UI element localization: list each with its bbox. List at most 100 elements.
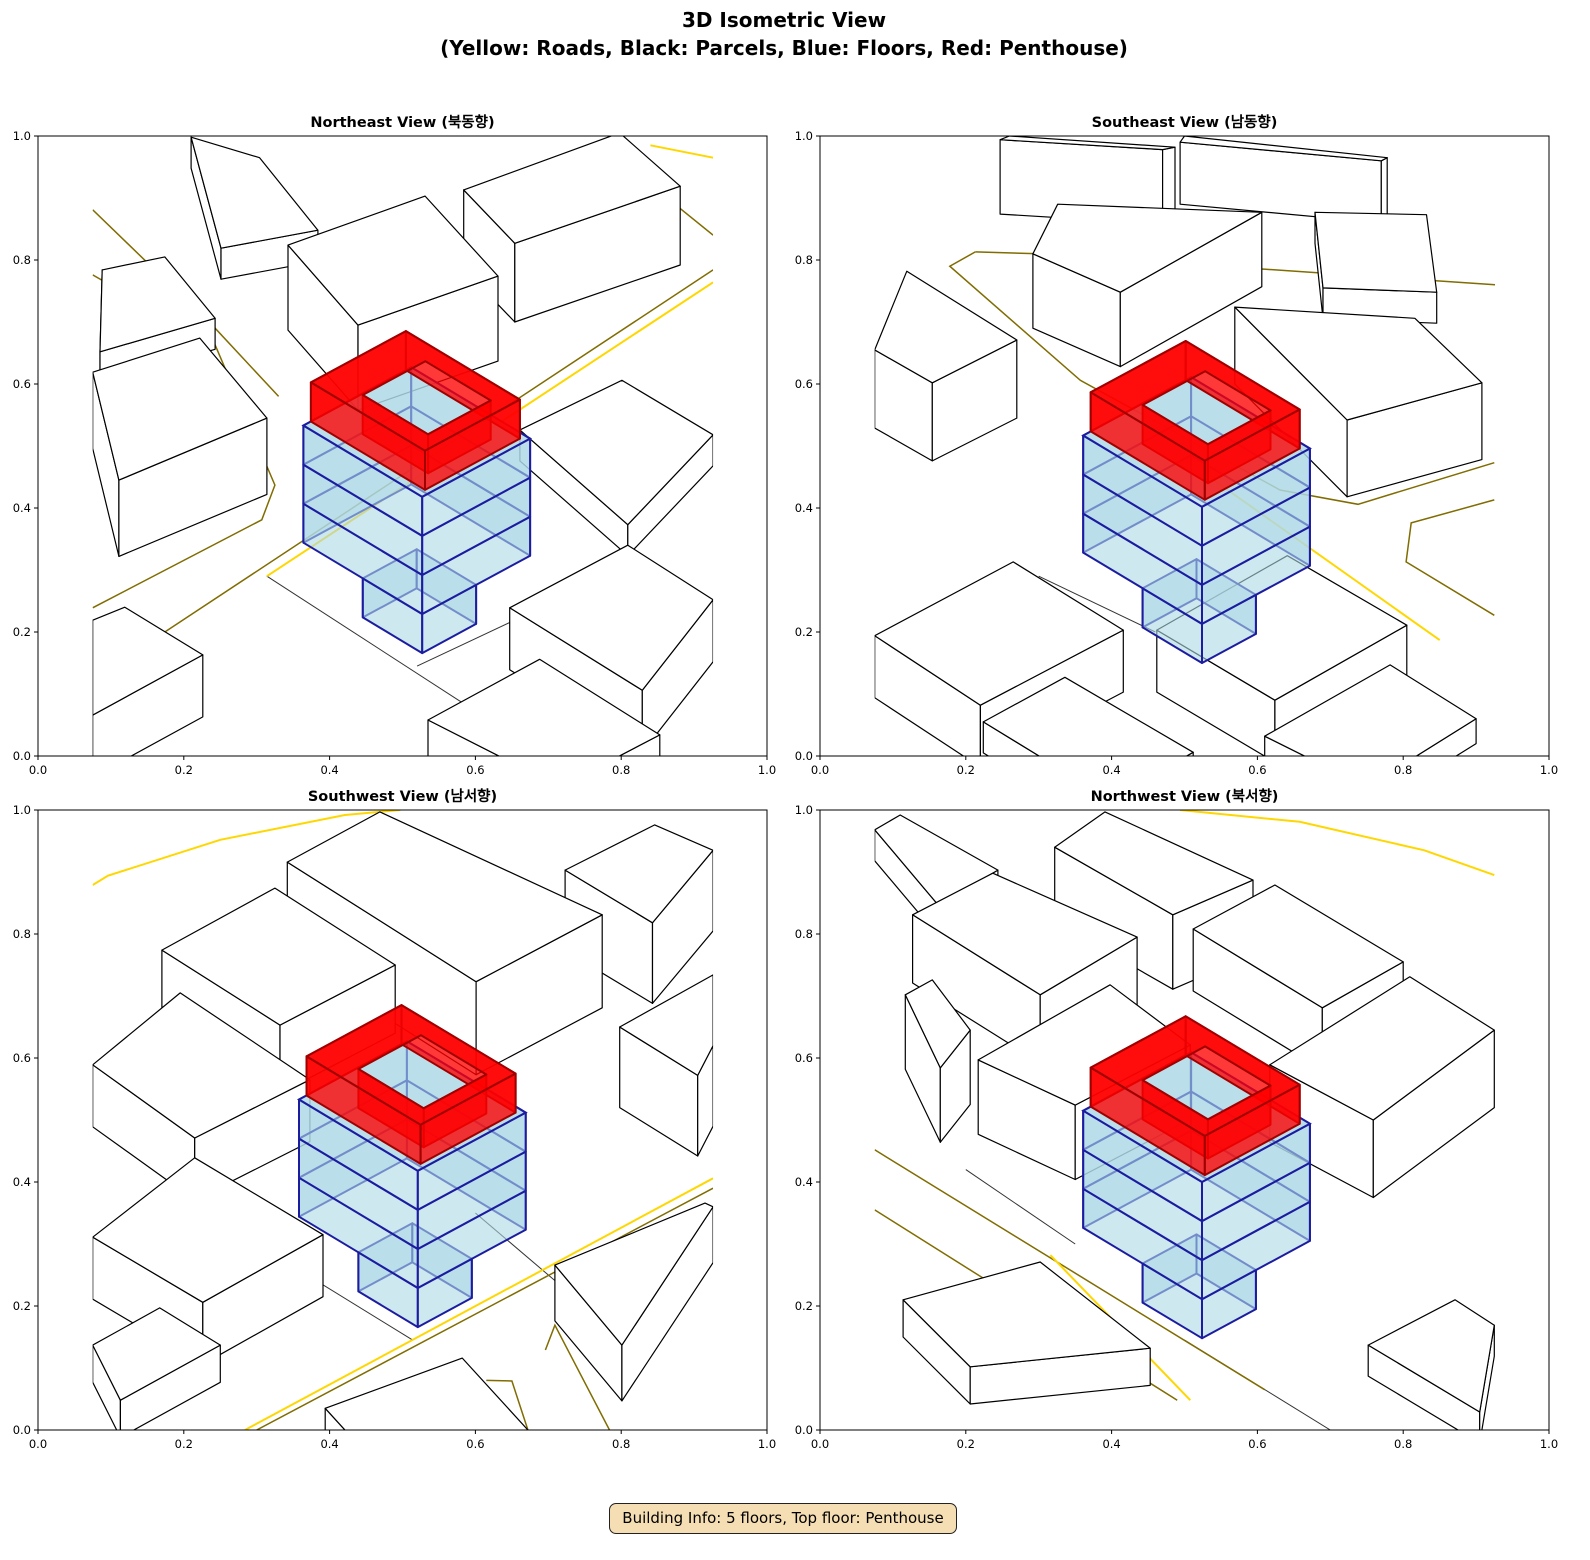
- x-tick-label: 0.0: [29, 763, 47, 777]
- x-tick-label: 0.6: [1248, 763, 1266, 777]
- x-tick-label: 0.0: [811, 763, 829, 777]
- parcel-building: [904, 979, 971, 1143]
- axes-frame: [819, 809, 1550, 1431]
- figure-title-line2: (Yellow: Roads, Black: Parcels, Blue: Fl…: [440, 36, 1128, 60]
- x-tick-label: 0.4: [320, 763, 338, 777]
- road-line: [486, 1379, 529, 1430]
- x-tick-label: 0.6: [466, 763, 484, 777]
- y-tick-label: 0.4: [13, 1175, 31, 1189]
- y-tick-label: 0.6: [13, 1051, 31, 1065]
- parcel-building: [1264, 664, 1477, 756]
- axes-frame: [37, 135, 768, 757]
- x-tick-label: 0.0: [29, 1437, 47, 1451]
- parcel-line: [266, 575, 469, 707]
- x-tick-label: 0.8: [1394, 763, 1412, 777]
- building-info-box: Building Info: 5 floors, Top floor: Pent…: [609, 1503, 957, 1534]
- parcel-building: [982, 676, 1194, 756]
- plot-area: [92, 136, 714, 756]
- subplot-4: Northwest View (북서향) 0.0 0.2 0.4 0.6 0.8 1.0 0.…: [795, 788, 1558, 1451]
- parcel-building: [92, 337, 268, 558]
- y-tick-label: 0.2: [795, 625, 813, 639]
- x-tick-label: 1.0: [1540, 1437, 1558, 1451]
- x-tick-label: 1.0: [758, 763, 776, 777]
- penthouse: [309, 330, 521, 491]
- penthouse: [1089, 1015, 1301, 1177]
- y-tick-label: 0.6: [795, 1051, 813, 1065]
- x-tick-label: 0.2: [957, 763, 975, 777]
- y-tick-label: 0.2: [795, 1299, 813, 1313]
- parcel-building: [463, 136, 681, 323]
- x-tick-label: 1.0: [1540, 763, 1558, 777]
- parcel-building: [92, 606, 204, 756]
- x-tick-label: 0.0: [811, 1437, 829, 1451]
- x-tick-label: 0.4: [1102, 763, 1120, 777]
- y-tick-label: 0.8: [13, 927, 31, 941]
- y-tick-label: 0.2: [13, 625, 31, 639]
- y-tick-label: 0.2: [13, 1299, 31, 1313]
- subplot-title: Northeast View (북동향): [310, 114, 494, 131]
- axes-frame: [37, 809, 768, 1431]
- y-tick-label: 0.0: [13, 1423, 31, 1437]
- road-line: [244, 1177, 714, 1430]
- parcel-building: [564, 824, 714, 1005]
- plot-area: [874, 136, 1496, 756]
- target-building: [1081, 340, 1312, 664]
- parcel-building: [1367, 1299, 1495, 1430]
- y-tick-label: 0.4: [795, 501, 813, 515]
- road-line: [544, 1323, 611, 1430]
- y-tick-label: 1.0: [795, 803, 813, 817]
- subplot-title: Southwest View (남서향): [308, 788, 497, 805]
- x-tick-label: 0.8: [612, 763, 630, 777]
- road-line: [256, 1187, 714, 1430]
- road-line: [92, 810, 401, 886]
- x-tick-label: 0.8: [1394, 1437, 1412, 1451]
- road-line: [1180, 810, 1495, 877]
- y-tick-label: 0.4: [795, 1175, 813, 1189]
- parcel-line: [1038, 575, 1156, 633]
- x-tick-label: 0.4: [320, 1437, 338, 1451]
- x-tick-label: 0.6: [466, 1437, 484, 1451]
- parcel-building: [1032, 203, 1263, 368]
- parcel-building: [902, 1261, 1151, 1405]
- x-tick-label: 1.0: [758, 1437, 776, 1451]
- subplot-title: Northwest View (북서향): [1091, 788, 1279, 805]
- x-tick-label: 0.4: [1102, 1437, 1120, 1451]
- y-tick-label: 0.0: [795, 1423, 813, 1437]
- parcel-building: [92, 992, 311, 1201]
- target-building: [1081, 1015, 1312, 1340]
- parcel-building: [874, 270, 1018, 462]
- y-tick-label: 0.6: [795, 377, 813, 391]
- parcel-building: [1179, 136, 1388, 224]
- subplot-title: Southeast View (남동향): [1092, 114, 1278, 131]
- parcel-building: [999, 136, 1176, 225]
- road-line: [874, 1149, 1266, 1391]
- y-tick-label: 0.8: [795, 927, 813, 941]
- axes-frame: [819, 135, 1550, 757]
- plot-area: [92, 810, 714, 1430]
- penthouse: [305, 1004, 517, 1165]
- parcel-building: [324, 1357, 529, 1430]
- parcel-building: [427, 658, 661, 756]
- subplot-2: Southeast View (남동향) 0.0 0.2 0.4 0.6 0.8 1.0 0.…: [795, 114, 1558, 777]
- figure-title-line1: 3D Isometric View: [682, 8, 886, 32]
- x-tick-label: 0.8: [612, 1437, 630, 1451]
- plot-area: [874, 810, 1495, 1430]
- parcel-building: [92, 1307, 221, 1430]
- x-tick-label: 0.6: [1248, 1437, 1266, 1451]
- target-building: [296, 1004, 528, 1329]
- x-tick-label: 0.2: [175, 763, 193, 777]
- y-tick-label: 0.0: [795, 749, 813, 763]
- y-tick-label: 0.6: [13, 377, 31, 391]
- y-tick-label: 0.8: [795, 253, 813, 267]
- x-tick-label: 0.2: [175, 1437, 193, 1451]
- target-building: [301, 330, 533, 655]
- parcel-building: [619, 974, 714, 1157]
- road-line: [1405, 499, 1495, 616]
- road-line: [650, 144, 714, 159]
- y-tick-label: 1.0: [13, 129, 31, 143]
- parcel-line: [965, 1169, 1076, 1245]
- penthouse: [1089, 340, 1301, 501]
- subplot-1: Northeast View (북동향) 0.0 0.2 0.4 0.6 0.8 1.0 0.…: [13, 114, 776, 777]
- y-tick-label: 0.4: [13, 501, 31, 515]
